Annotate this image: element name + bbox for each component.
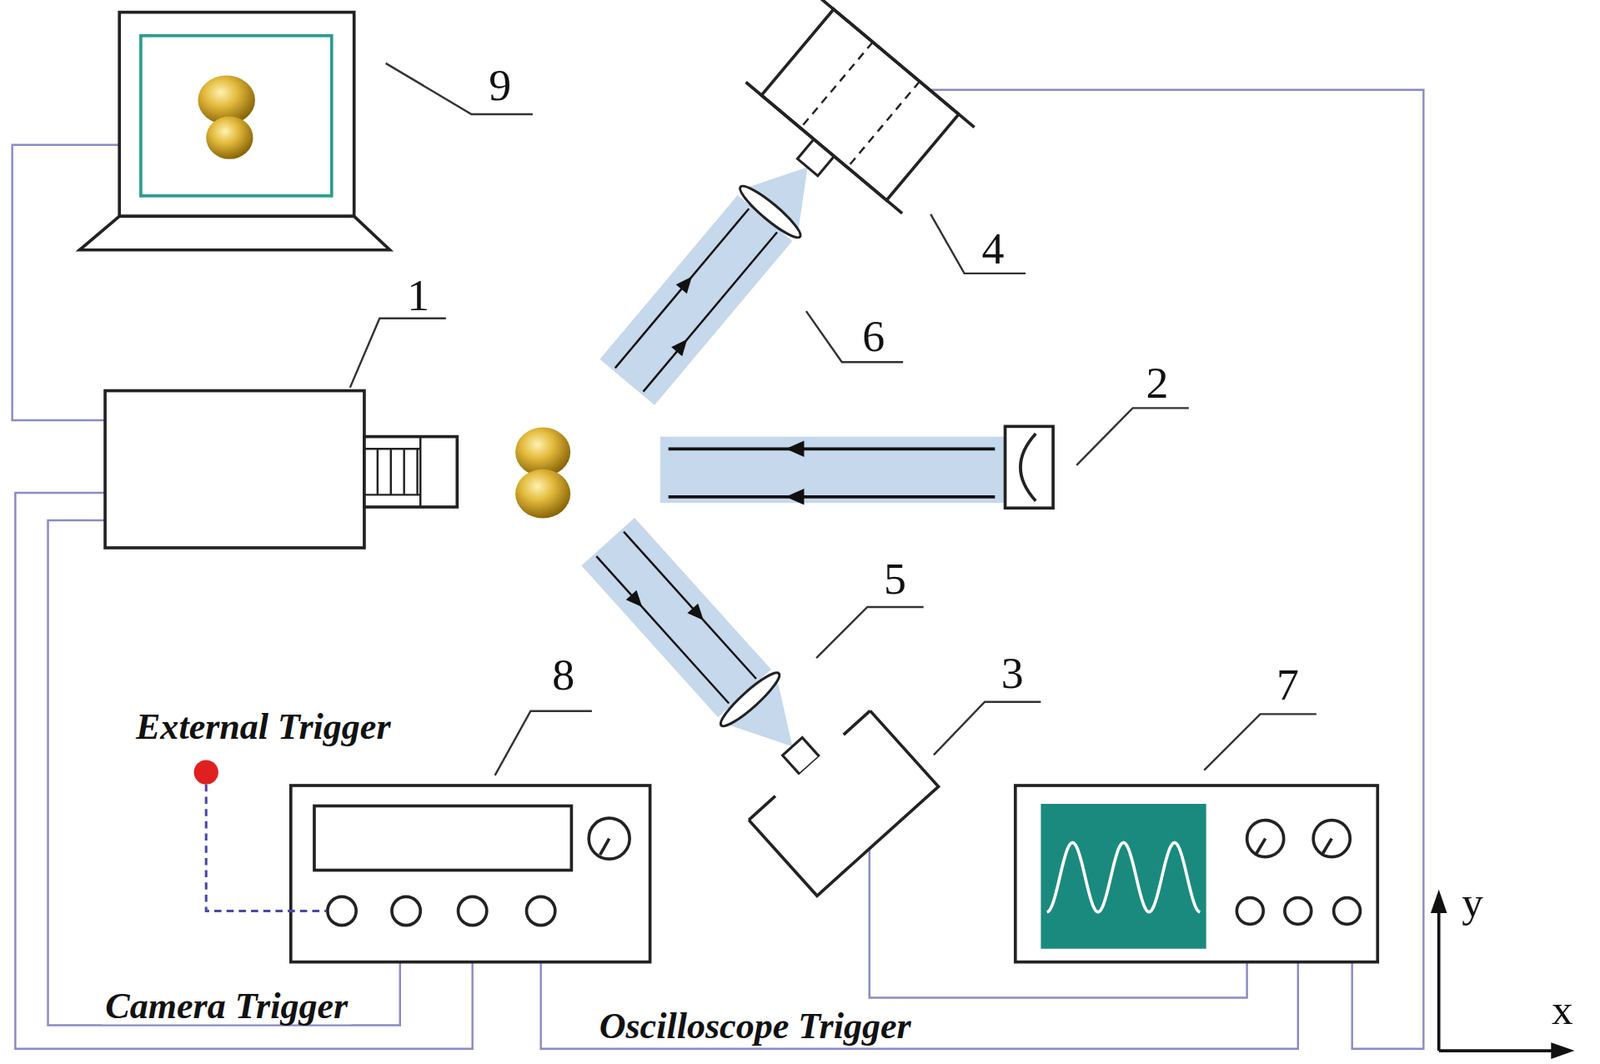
callout-number: 2: [1145, 361, 1169, 407]
detector-upper: [549, 0, 975, 448]
wires: [12, 90, 1425, 1049]
callout-number: 3: [1001, 651, 1024, 697]
leader-lines: [350, 63, 1317, 776]
droplets: [515, 427, 571, 519]
oscilloscope: [1015, 785, 1378, 963]
callout-number: 6: [862, 314, 885, 360]
light-source: [660, 426, 1054, 508]
signal-label: Oscilloscope Trigger: [596, 1008, 914, 1045]
trigger-button: [194, 759, 219, 784]
callout-number: 9: [488, 63, 512, 109]
laptop: [79, 12, 390, 251]
callout-number: 1: [406, 273, 430, 319]
axis-label: x: [1551, 988, 1574, 1031]
high-speed-camera: [105, 391, 457, 548]
axes: [1430, 889, 1575, 1059]
callout-number: 4: [981, 226, 1004, 272]
axis-label: y: [1461, 880, 1484, 923]
signal-label: External Trigger: [132, 707, 394, 745]
callout-number: 7: [1276, 662, 1300, 708]
callout-number: 5: [883, 556, 907, 602]
signal-label: Camera Trigger: [102, 987, 352, 1024]
signal-generator: [290, 785, 651, 963]
trigger-wire: [205, 772, 327, 911]
callout-number: 8: [551, 652, 575, 698]
detector-lower: [546, 486, 938, 896]
